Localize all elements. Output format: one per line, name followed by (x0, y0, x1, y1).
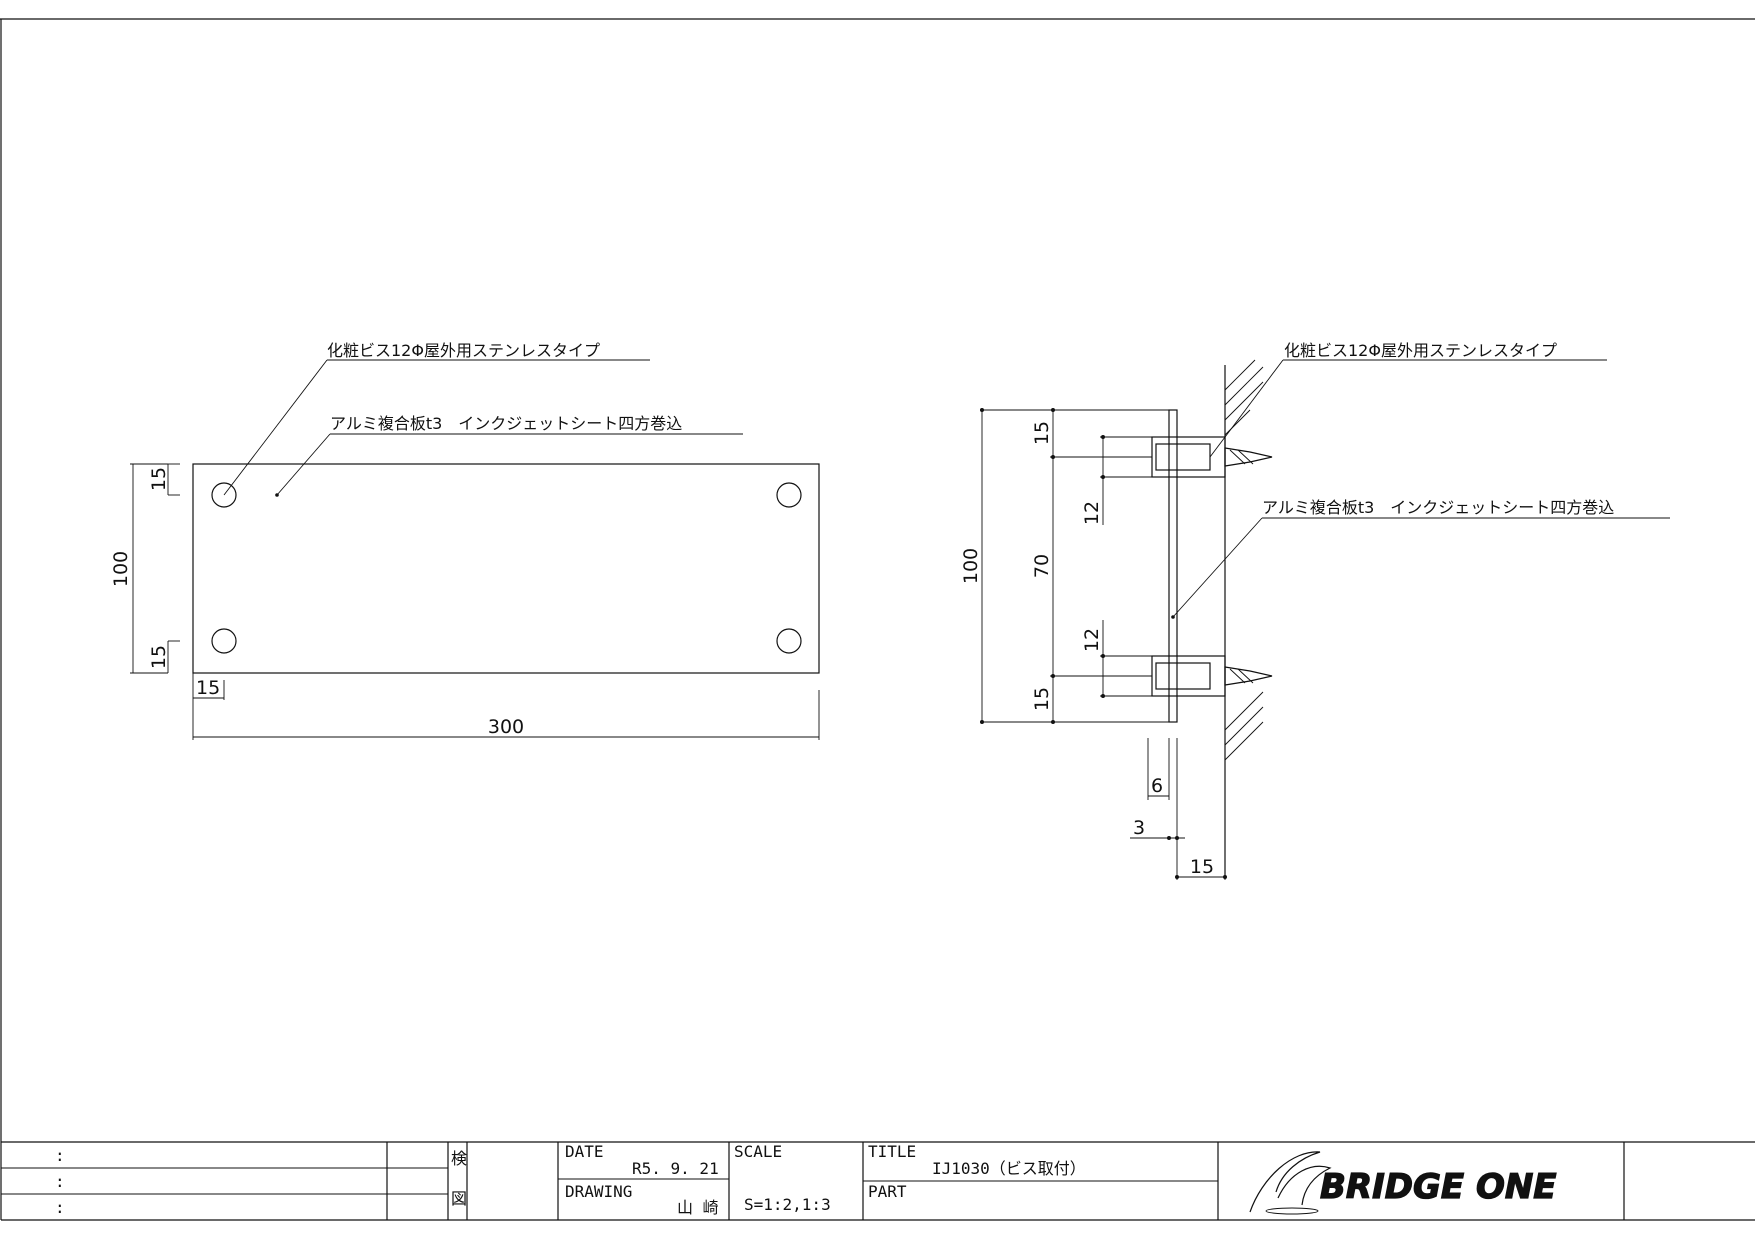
front-height-dimension: 100 (110, 463, 168, 674)
date-value: R5. 9. 21 (632, 1159, 719, 1178)
check-label: 検 (451, 1149, 467, 1168)
front-top-offset-dimension: 15 (148, 463, 180, 496)
part-label: PART (868, 1182, 907, 1201)
side-top-spacer-label: 12 (1081, 501, 1103, 525)
side-thickness-dimension: 3 (1130, 738, 1185, 842)
side-height-dimension: 100 (960, 408, 984, 724)
front-panel-callout: アルミ複合板t3 インクジェットシート四方巻込 (275, 414, 743, 497)
title-value: IJ1030（ビス取付） (932, 1159, 1086, 1178)
title-label: TITLE (868, 1142, 916, 1161)
revision-row-1: : (55, 1146, 65, 1165)
screw-hole-bottom-left (211, 628, 237, 654)
front-view: 化粧ビス12Φ屋外用ステンレスタイプ アルミ複合板t3 インクジェットシート四方… (110, 341, 820, 740)
front-top-offset-label: 15 (148, 467, 170, 491)
sheet-border (0, 18, 1755, 1220)
side-extension-lines (980, 409, 1169, 723)
side-screw-callout-text: 化粧ビス12Φ屋外用ステンレスタイプ (1284, 341, 1557, 360)
side-view: 化粧ビス12Φ屋外用ステンレスタイプ アルミ複合板t3 インクジェットシート四方… (960, 341, 1670, 880)
front-height-label: 100 (110, 551, 132, 587)
front-left-offset-dimension: 15 (192, 673, 225, 700)
front-left-offset-label: 15 (196, 677, 220, 699)
revision-row-2: : (55, 1172, 65, 1191)
screw-hole-top-right (776, 482, 802, 508)
side-bottom-label: 15 (1031, 687, 1053, 711)
side-middle-label: 70 (1031, 554, 1053, 578)
side-thickness-label: 3 (1133, 817, 1145, 839)
scale-value: S=1:2,1:3 (744, 1195, 831, 1214)
front-bottom-offset-dimension: 15 (148, 640, 180, 673)
front-screw-callout-text: 化粧ビス12Φ屋外用ステンレスタイプ (327, 341, 600, 360)
side-spacer-width-label: 6 (1151, 775, 1163, 797)
panel-outline (192, 463, 820, 674)
scale-label: SCALE (734, 1142, 782, 1161)
side-screw-callout: 化粧ビス12Φ屋外用ステンレスタイプ (1209, 341, 1607, 458)
company-logo-text: BRIDGE ONE (1320, 1167, 1557, 1207)
side-panel-callout: アルミ複合板t3 インクジェットシート四方巻込 (1171, 498, 1670, 619)
title-block: : : : 検 図 DATE R5. 9. 21 DRAWING 山 崎 SCA… (1, 1141, 1755, 1221)
side-height-label: 100 (960, 548, 982, 584)
screw-hole-top-left (211, 482, 237, 508)
company-logo: BRIDGE ONE (1249, 1151, 1557, 1215)
front-panel-callout-text: アルミ複合板t3 インクジェットシート四方巻込 (330, 414, 682, 433)
side-standoff-dimension: 15 (1175, 840, 1227, 880)
front-width-dimension: 300 (192, 690, 820, 740)
revision-row-3: : (55, 1198, 65, 1217)
side-spacer-width-dimension: 6 (1147, 738, 1170, 800)
side-standoff-label: 15 (1190, 856, 1214, 878)
front-screw-callout: 化粧ビス12Φ屋外用ステンレスタイプ (223, 341, 650, 496)
drawn-label: 図 (451, 1189, 467, 1208)
side-panel (1168, 409, 1178, 723)
front-width-label: 300 (488, 716, 524, 738)
date-label: DATE (565, 1142, 604, 1161)
side-bottom-spacer-label: 12 (1081, 628, 1103, 652)
side-spacer-dimension: 12 12 (1081, 435, 1105, 698)
drawing-label: DRAWING (565, 1182, 632, 1201)
front-bottom-offset-label: 15 (148, 645, 170, 669)
bottom-spacer-assembly (1151, 655, 1273, 697)
side-top-label: 15 (1031, 421, 1053, 445)
side-panel-callout-text: アルミ複合板t3 インクジェットシート四方巻込 (1262, 498, 1614, 517)
top-spacer-assembly (1151, 436, 1273, 478)
screw-hole-bottom-right (776, 628, 802, 654)
drawing-value: 山 崎 (677, 1198, 719, 1217)
wall (1224, 359, 1264, 875)
side-chain-dimension: 15 70 15 (1031, 408, 1055, 724)
